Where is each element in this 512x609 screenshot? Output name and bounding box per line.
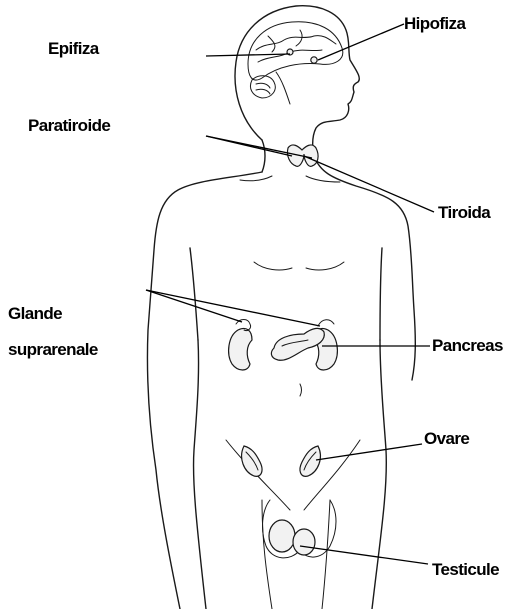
label-glande-line1: Glande	[8, 304, 62, 323]
pancreas	[271, 328, 324, 360]
label-testicule: Testicule	[432, 560, 499, 579]
leader-hipofiza	[318, 24, 404, 60]
label-epifiza: Epifiza	[48, 39, 100, 58]
label-tiroida: Tiroida	[438, 203, 491, 222]
label-ovare: Ovare	[424, 429, 469, 448]
label-paratiroide: Paratiroide	[28, 116, 110, 135]
label-glande-line2: suprarenale	[8, 340, 98, 359]
leader-epifiza	[206, 54, 290, 56]
brain	[248, 22, 343, 104]
body-outline	[147, 6, 415, 609]
leader-adrenal-2	[146, 290, 320, 326]
kidney-left	[229, 320, 252, 371]
label-pancreas: Pancreas	[432, 336, 503, 355]
leader-lines	[146, 24, 434, 564]
leader-ovare	[316, 444, 422, 460]
leader-tiroida	[304, 156, 434, 212]
leader-testicule	[300, 546, 428, 564]
ovary-left	[242, 446, 262, 476]
ovary-right	[300, 446, 320, 476]
label-hipofiza: Hipofiza	[404, 14, 466, 33]
labels: Epifiza Hipofiza Paratiroide Tiroida Gla…	[8, 14, 503, 579]
